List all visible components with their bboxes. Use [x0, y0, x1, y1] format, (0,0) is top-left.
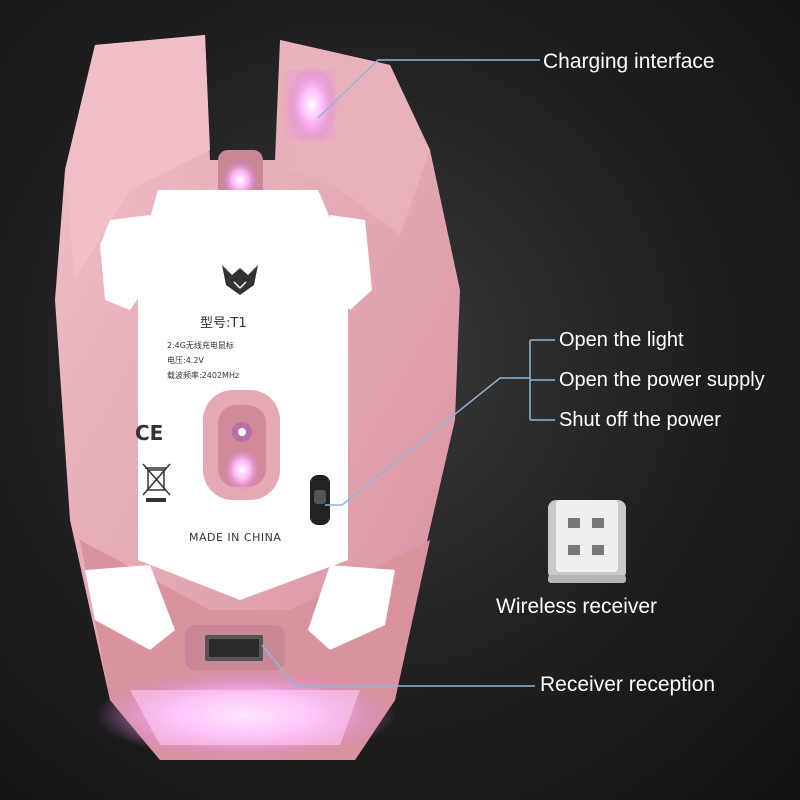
callout-open-light: Open the light: [559, 329, 684, 351]
spec-line-3: 载波频率:2402MHz: [167, 371, 240, 380]
left-side-panel: [65, 35, 210, 280]
mouse-foot: [85, 565, 175, 650]
callout-shut-off: Shut off the power: [559, 409, 721, 431]
callout-line-switch: [325, 377, 530, 506]
callout-receiver-reception: Receiver reception: [540, 673, 716, 696]
ce-mark-text: CE: [135, 421, 163, 445]
weee-bin-icon: [142, 463, 171, 502]
mouse-foot: [308, 565, 395, 650]
mouse-foot: [100, 215, 158, 310]
callout-open-power: Open the power supply: [559, 369, 765, 391]
callout-line-receiver: [261, 644, 535, 687]
mouse-foot: [330, 215, 372, 310]
made-in-label: MADE IN CHINA: [189, 531, 282, 544]
ce-mark-icon: CE: [135, 421, 163, 445]
callout-line-charging: [317, 59, 540, 119]
callout-charging-interface: Charging interface: [543, 50, 715, 73]
callout-wireless-receiver: Wireless receiver: [496, 595, 658, 618]
spec-line-1: 2.4G无线充电鼠标: [167, 341, 234, 350]
wolf-logo-icon: [222, 265, 258, 295]
callout-lines: [261, 59, 555, 687]
usb-receiver-image: [548, 500, 626, 583]
model-label: 型号:T1: [200, 316, 247, 331]
spec-line-2: 电压:4.2V: [167, 356, 204, 365]
